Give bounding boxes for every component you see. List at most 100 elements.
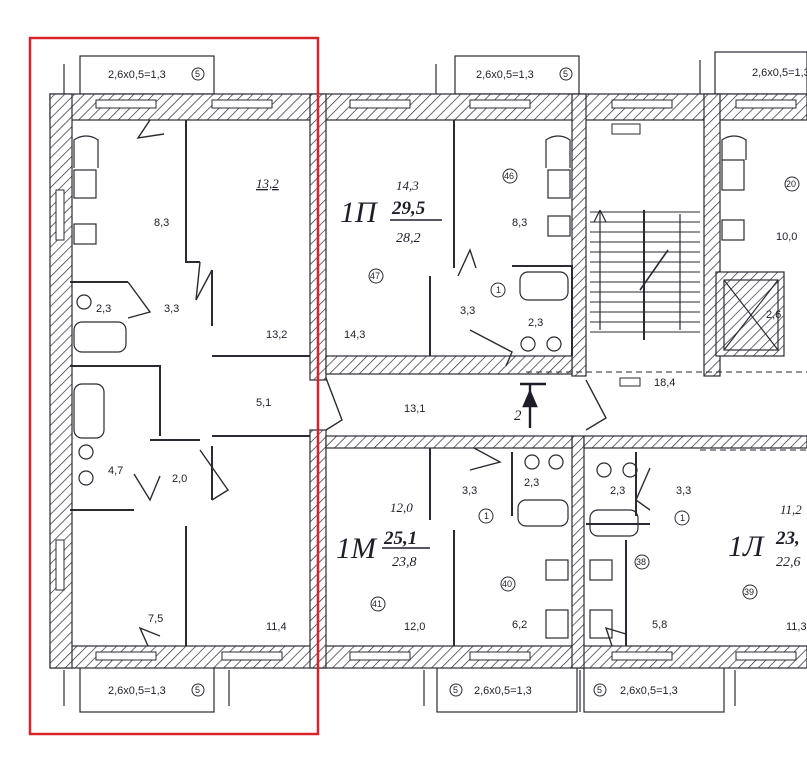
area-hall: 5,1 [256, 397, 271, 409]
apt-1p-total: 29,5 [391, 198, 426, 219]
area-room-bottom-left: 7,5 [148, 613, 163, 625]
wall-corridor-top [325, 355, 573, 375]
toilet-icon [546, 336, 562, 352]
area-corridor-mid: 2,0 [172, 473, 187, 485]
lift-shaft [723, 279, 779, 351]
stove-icon [73, 169, 97, 199]
toilet-icon [78, 470, 94, 486]
apt-1l-right-low: 11,3 [786, 621, 807, 633]
apt-1l-circle-corr: 1 [680, 513, 685, 523]
toilet-icon [548, 454, 564, 470]
balcony-label-bottom-mid2: 2,6x0,5=1,3 [620, 685, 678, 697]
wall-outer-top [49, 93, 807, 121]
stove-icon [589, 609, 613, 639]
apt-1l-circles [634, 176, 800, 600]
apt-1m-living: 12,0 [390, 500, 413, 515]
selection-frame [28, 36, 320, 736]
area-room-top-italic: 13,2 [256, 176, 279, 191]
apt-1m-circle-room: 41 [372, 599, 382, 609]
balcony-label-top-right: 2,6x0,5=1,3 [752, 67, 807, 79]
apt-1p-circle-corr: 1 [496, 285, 501, 295]
apt-1m-type: 1М [336, 532, 378, 565]
apt-1m-net: 23,8 [392, 555, 417, 570]
bathtub-icon [519, 271, 569, 301]
balcony-label-top-left: 2,6x0,5=1,3 [108, 69, 166, 81]
section-mark: 2 [514, 408, 522, 424]
balcony-marker: 5 [563, 69, 568, 79]
sink-icon [721, 219, 745, 241]
apt-1p-hall: 13,1 [404, 403, 425, 415]
lift-area: 2,6 [766, 309, 781, 321]
staircase [590, 123, 700, 340]
toilet-icon [622, 462, 638, 478]
stove-icon [721, 159, 745, 191]
apt-1m-total: 25,1 [383, 528, 417, 549]
apt-1p-circle-kitchen: 46 [504, 171, 514, 181]
apt-1p-circles [368, 168, 518, 298]
balcony-marker: 5 [195, 685, 200, 695]
toilet-icon [520, 336, 536, 352]
wall-corridor-bottom [325, 435, 573, 449]
wall-outer-bottom [49, 645, 807, 669]
bathtub-icon [73, 321, 127, 353]
apt-1m-corridor: 3,3 [462, 485, 477, 497]
apt-1m-kitchen: 6,2 [512, 619, 527, 631]
balcony-label-bottom-mid1: 2,6x0,5=1,3 [474, 685, 532, 697]
doors [127, 119, 651, 647]
area-room-top: 13,2 [266, 329, 287, 341]
apt-1l-bath: 2,3 [610, 485, 625, 497]
partitions [70, 120, 650, 646]
apt-1l-corridor: 3,3 [676, 485, 691, 497]
wall-mid-left [571, 435, 585, 669]
area-room-bottom-right: 11,4 [266, 621, 287, 633]
apt-1p-bath: 2,3 [528, 317, 543, 329]
apt-1m-room: 12,0 [404, 621, 425, 633]
apt-1p-type: 1П [340, 196, 379, 229]
apt-1l-kitchen: 5,8 [652, 619, 667, 631]
apt-1l-circle-kitchen: 38 [636, 557, 646, 567]
apt-1m-bath: 2,3 [524, 477, 539, 489]
balcony-label-top-mid: 2,6x0,5=1,3 [476, 69, 534, 81]
bathtub-icon [517, 499, 569, 527]
landing-marker [619, 377, 641, 387]
area-bath-top: 2,3 [96, 303, 111, 315]
stair-landing: 18,4 [654, 377, 675, 389]
wall-corridor-bottom-r [583, 435, 807, 449]
sink-icon [547, 215, 571, 237]
area-corridor-top: 3,3 [164, 303, 179, 315]
apt-1l-circle-room: 39 [744, 587, 754, 597]
balcony-markers [191, 67, 607, 697]
sink-icon [73, 223, 97, 245]
stove-icon [547, 169, 571, 199]
bathtub-icon [589, 509, 639, 537]
apt-1l-living: 11,2 [780, 502, 802, 517]
section-mark-arrow [520, 382, 546, 428]
ventilation-icon [545, 135, 571, 168]
toilet-icon [78, 444, 94, 460]
apt-1p-kitchen: 8,3 [512, 217, 527, 229]
section-line [526, 371, 807, 451]
area-kitchen: 8,3 [154, 217, 169, 229]
apt-1p-room: 14,3 [344, 329, 365, 341]
stove-icon [545, 609, 569, 639]
apt-1l-circle-right: 20 [786, 179, 796, 189]
sink-icon [589, 559, 613, 581]
ventilation-icon [73, 135, 99, 168]
fixtures [73, 135, 747, 639]
sink-icon [545, 559, 569, 581]
balcony-marker: 5 [195, 69, 200, 79]
area-bath-mid: 4,7 [108, 465, 123, 477]
apt-1p-circle-room: 47 [370, 271, 380, 281]
apt-1m-circles [370, 508, 516, 612]
apt-1l-total: 23, [775, 528, 800, 549]
apt-1p-net: 28,2 [396, 231, 421, 246]
apt-1l-net: 22,6 [776, 555, 801, 570]
apt-1p-living: 14,3 [396, 178, 419, 193]
apt-1m-circle-corr: 1 [484, 511, 489, 521]
apt-1p-corridor: 3,3 [460, 305, 475, 317]
balcony-label-bottom-left: 2,6x0,5=1,3 [108, 685, 166, 697]
apt-1m-circle-kitchen: 40 [502, 579, 512, 589]
windows [55, 99, 797, 661]
bathtub-icon [73, 383, 105, 439]
